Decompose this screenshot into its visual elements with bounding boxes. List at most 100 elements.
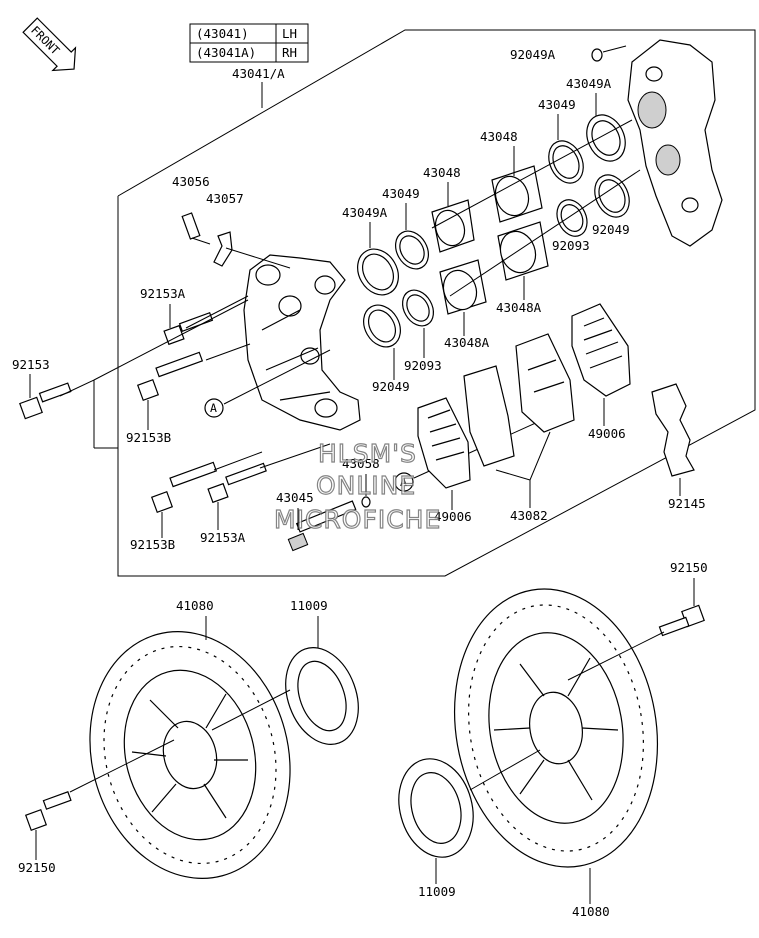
- label-43049-left: 43049: [382, 186, 420, 201]
- label-43049-right: 43049: [538, 97, 576, 112]
- variant-code-rh: (43041A): [196, 45, 256, 60]
- disc-bolt-left: 92150: [18, 739, 175, 875]
- label-92153a-top: 92153A: [140, 286, 186, 301]
- seal-43049a-left: [357, 248, 399, 296]
- disc-left-holes: [103, 645, 277, 865]
- label-92049a: 92049A: [510, 47, 556, 62]
- seal-43049-right-inner: [552, 145, 580, 179]
- label-92153b-top: 92153B: [126, 430, 171, 445]
- seal-92049-left-inner: [367, 309, 397, 343]
- bolt-92153a-top-shaft: [178, 311, 214, 333]
- caliper-right-hole-top: [645, 66, 663, 82]
- callout-a-right-circle: [394, 472, 414, 492]
- bolt-92153b-bottom-head: [150, 490, 174, 514]
- brake-disc-left: 41080: [89, 598, 291, 879]
- caliper-bore-upper: [278, 295, 302, 317]
- label-41080-right: 41080: [572, 904, 610, 919]
- callout-a-left-leader: [223, 349, 331, 405]
- seal-43049a-left-inner: [361, 253, 395, 291]
- label-43057: 43057: [206, 191, 244, 206]
- label-92153a-bottom: 92153A: [200, 530, 246, 545]
- label-92049-left: 92049: [372, 379, 410, 394]
- caliper-bore-middle: [300, 347, 320, 365]
- shim-49006-right: [571, 303, 631, 397]
- disc-right-spokes: [493, 657, 619, 801]
- label-92093-right: 92093: [552, 238, 590, 253]
- label-43056: 43056: [172, 174, 210, 189]
- disc-bolt-right-shaft: [658, 616, 690, 637]
- caliper-mount-hole-bottom: [314, 398, 338, 418]
- bleeder-valve-group: 43056 43057: [172, 174, 291, 269]
- right-seals-pistons: 92049A 43049A 43049 43048 43048A 92093 9…: [431, 45, 641, 315]
- label-43049a-right: 43049A: [566, 76, 612, 91]
- pad-outer: [463, 365, 515, 467]
- label-43048-large: 43048: [480, 129, 518, 144]
- pad-pin-head: [287, 532, 309, 552]
- label-92049-right: 92049: [592, 222, 630, 237]
- label-11009-right: 11009: [418, 884, 456, 899]
- label-43049a-left: 43049A: [342, 205, 388, 220]
- cap-leader: [225, 247, 291, 269]
- spacer-left-inner: [297, 660, 347, 732]
- caliper-assembly-frame: 43041/A: [117, 29, 756, 577]
- label-49006-right: 49006: [588, 426, 626, 441]
- front-arrow-badge: FRONT: [22, 17, 77, 72]
- variant-side-lh: LH: [282, 26, 297, 41]
- bolt-92153b-bottom-shaft: [169, 461, 218, 488]
- bleeder-cap: [213, 231, 233, 267]
- label-92150-right: 92150: [670, 560, 708, 575]
- label-43045: 43045: [276, 490, 314, 505]
- bolt-92153b-top-shaft: [155, 351, 204, 378]
- callout-a-left-text: A: [210, 401, 217, 415]
- brake-pads-group: 49006 43082 49006: [417, 303, 631, 524]
- seal-43049-left-inner: [399, 235, 425, 265]
- right-assembly-lines: [431, 119, 641, 297]
- label-92093-left: 92093: [404, 358, 442, 373]
- disc-bolt-right-axis: [567, 631, 665, 681]
- pad-inner: [515, 333, 575, 433]
- caliper-mount-hole-top: [255, 264, 281, 286]
- caliper-body-right-outline: [627, 39, 723, 247]
- washer-92049a: [591, 48, 603, 62]
- bolt-92153a-top-head: [163, 324, 185, 346]
- spacer-left: 11009: [211, 598, 359, 746]
- bolt-92153a-bottom-head: [207, 482, 229, 504]
- caliper-right-hole-bottom: [681, 197, 699, 213]
- watermark: HLSM'S ONLINE MICROFICHE: [273, 438, 441, 534]
- caliper-body-left-detail: [261, 309, 331, 401]
- shim-49006-right-perforation: [583, 317, 623, 369]
- spacer-right-ring: [398, 758, 474, 858]
- bolt-92153-head: [19, 396, 43, 420]
- disc-left-hub: [162, 720, 218, 790]
- label-43048a-small: 43048A: [444, 335, 490, 350]
- variant-side-rh: RH: [282, 45, 297, 60]
- label-11009-left: 11009: [290, 598, 328, 613]
- label-43041-a: 43041/A: [232, 66, 285, 81]
- caliper-body-left: [243, 254, 361, 431]
- disc-bolt-left-shaft: [42, 791, 72, 810]
- label-43058: 43058: [342, 456, 380, 471]
- assembly-outline: [117, 29, 756, 577]
- watermark-line-3: MICROFICHE: [274, 505, 441, 534]
- seal-92093-right-inner: [560, 204, 584, 232]
- bleeder-leader: [191, 237, 211, 245]
- disc-left-axis: [211, 689, 291, 731]
- front-arrow-icon: [22, 17, 77, 72]
- bolt-92153b-top-head: [136, 378, 160, 402]
- label-92150-left: 92150: [18, 860, 56, 875]
- watermark-line-1: HLSM'S: [318, 439, 417, 468]
- seal-92049-left: [363, 304, 401, 348]
- disc-bolt-left-head: [24, 808, 48, 832]
- disc-right-axis: [469, 749, 541, 791]
- disc-right-hub: [529, 691, 583, 765]
- seal-92093-right: [556, 199, 588, 237]
- piston-43048-small-face: [434, 209, 466, 247]
- caliper-mount-hole-right: [314, 275, 336, 295]
- callout-a-left: A: [204, 349, 331, 418]
- callout-a-left-circle: [204, 398, 224, 418]
- left-seals-pistons: 43049A 43049 43048 43048A 92049 92093: [342, 165, 490, 394]
- label-92153b-bottom: 92153B: [130, 537, 175, 552]
- caliper-body-right: [627, 39, 723, 247]
- seal-43049-right: [548, 140, 584, 184]
